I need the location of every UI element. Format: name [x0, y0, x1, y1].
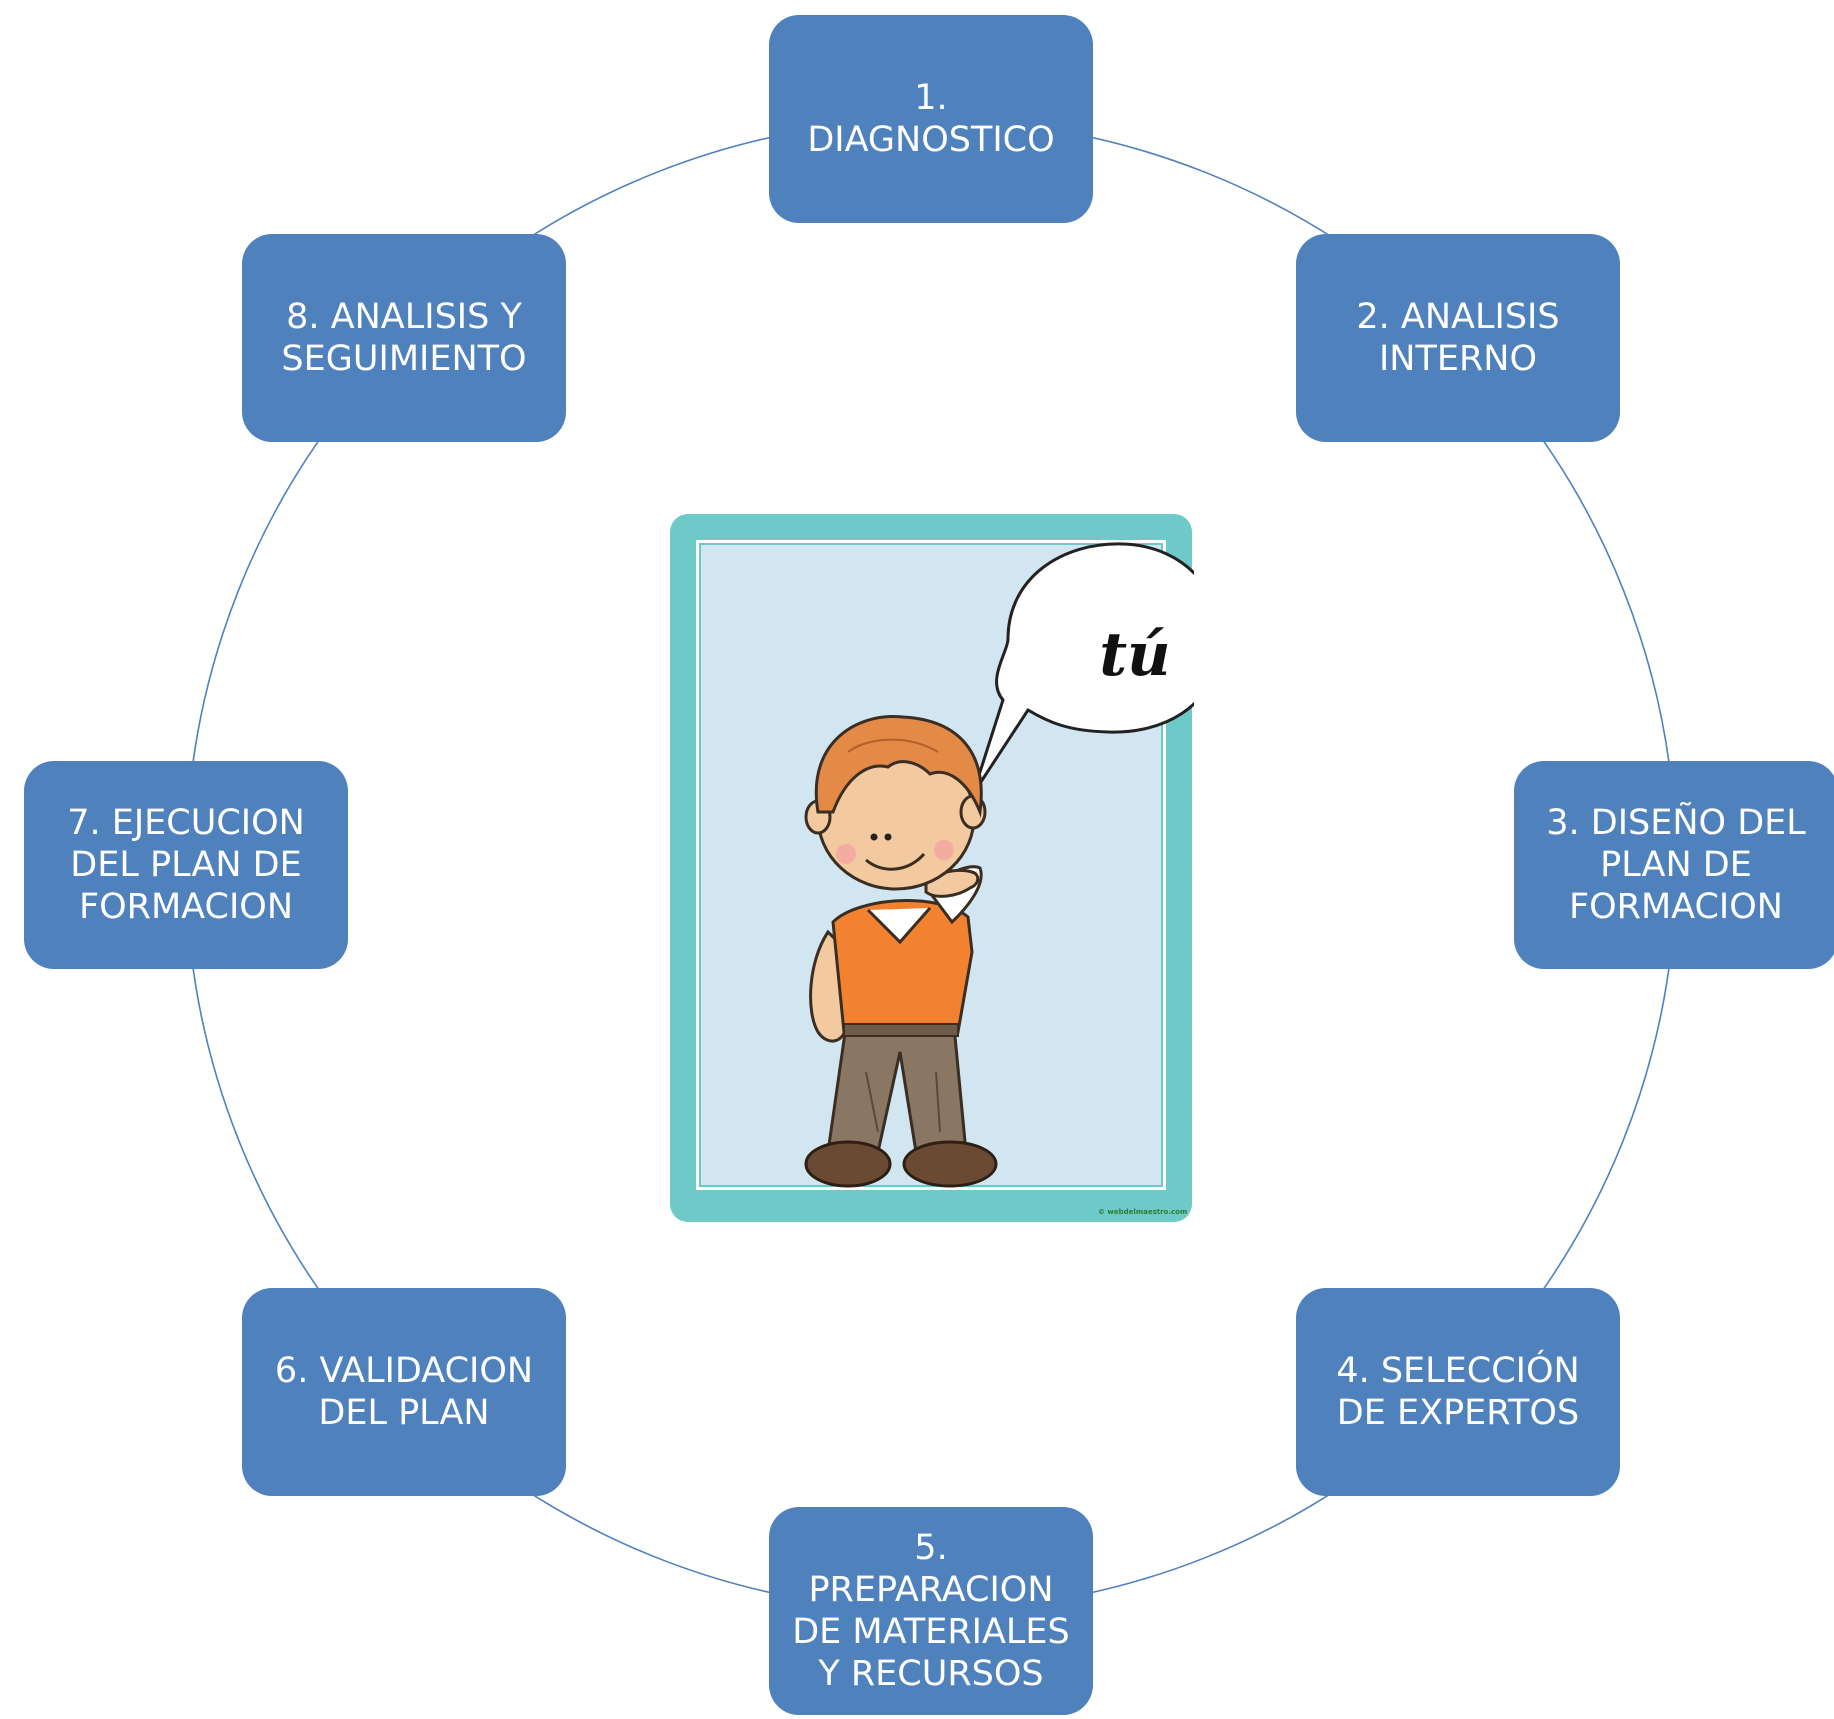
speech-bubble-text: tú: [1099, 620, 1171, 690]
boy-illustration: [670, 514, 1194, 1222]
step-5-preparacion-materiales: 5. PREPARACION DE MATERIALES Y RECURSOS: [769, 1507, 1093, 1715]
step-7-ejecucion-plan: 7. EJECUCION DEL PLAN DE FORMACION: [24, 761, 348, 969]
image-credit: © webdelmaestro.com: [1098, 1208, 1188, 1216]
step-8-analisis-seguimiento: 8. ANALISIS Y SEGUIMIENTO: [242, 234, 566, 442]
step-1-diagnostico: 1. DIAGNOSTICO: [769, 15, 1093, 223]
step-6-validacion-plan: 6. VALIDACION DEL PLAN: [242, 1288, 566, 1496]
step-4-seleccion-expertos: 4. SELECCIÓN DE EXPERTOS: [1296, 1288, 1620, 1496]
step-2-analisis-interno: 2. ANALISIS INTERNO: [1296, 234, 1620, 442]
step-3-diseno-plan: 3. DISEÑO DEL PLAN DE FORMACION: [1514, 761, 1834, 969]
